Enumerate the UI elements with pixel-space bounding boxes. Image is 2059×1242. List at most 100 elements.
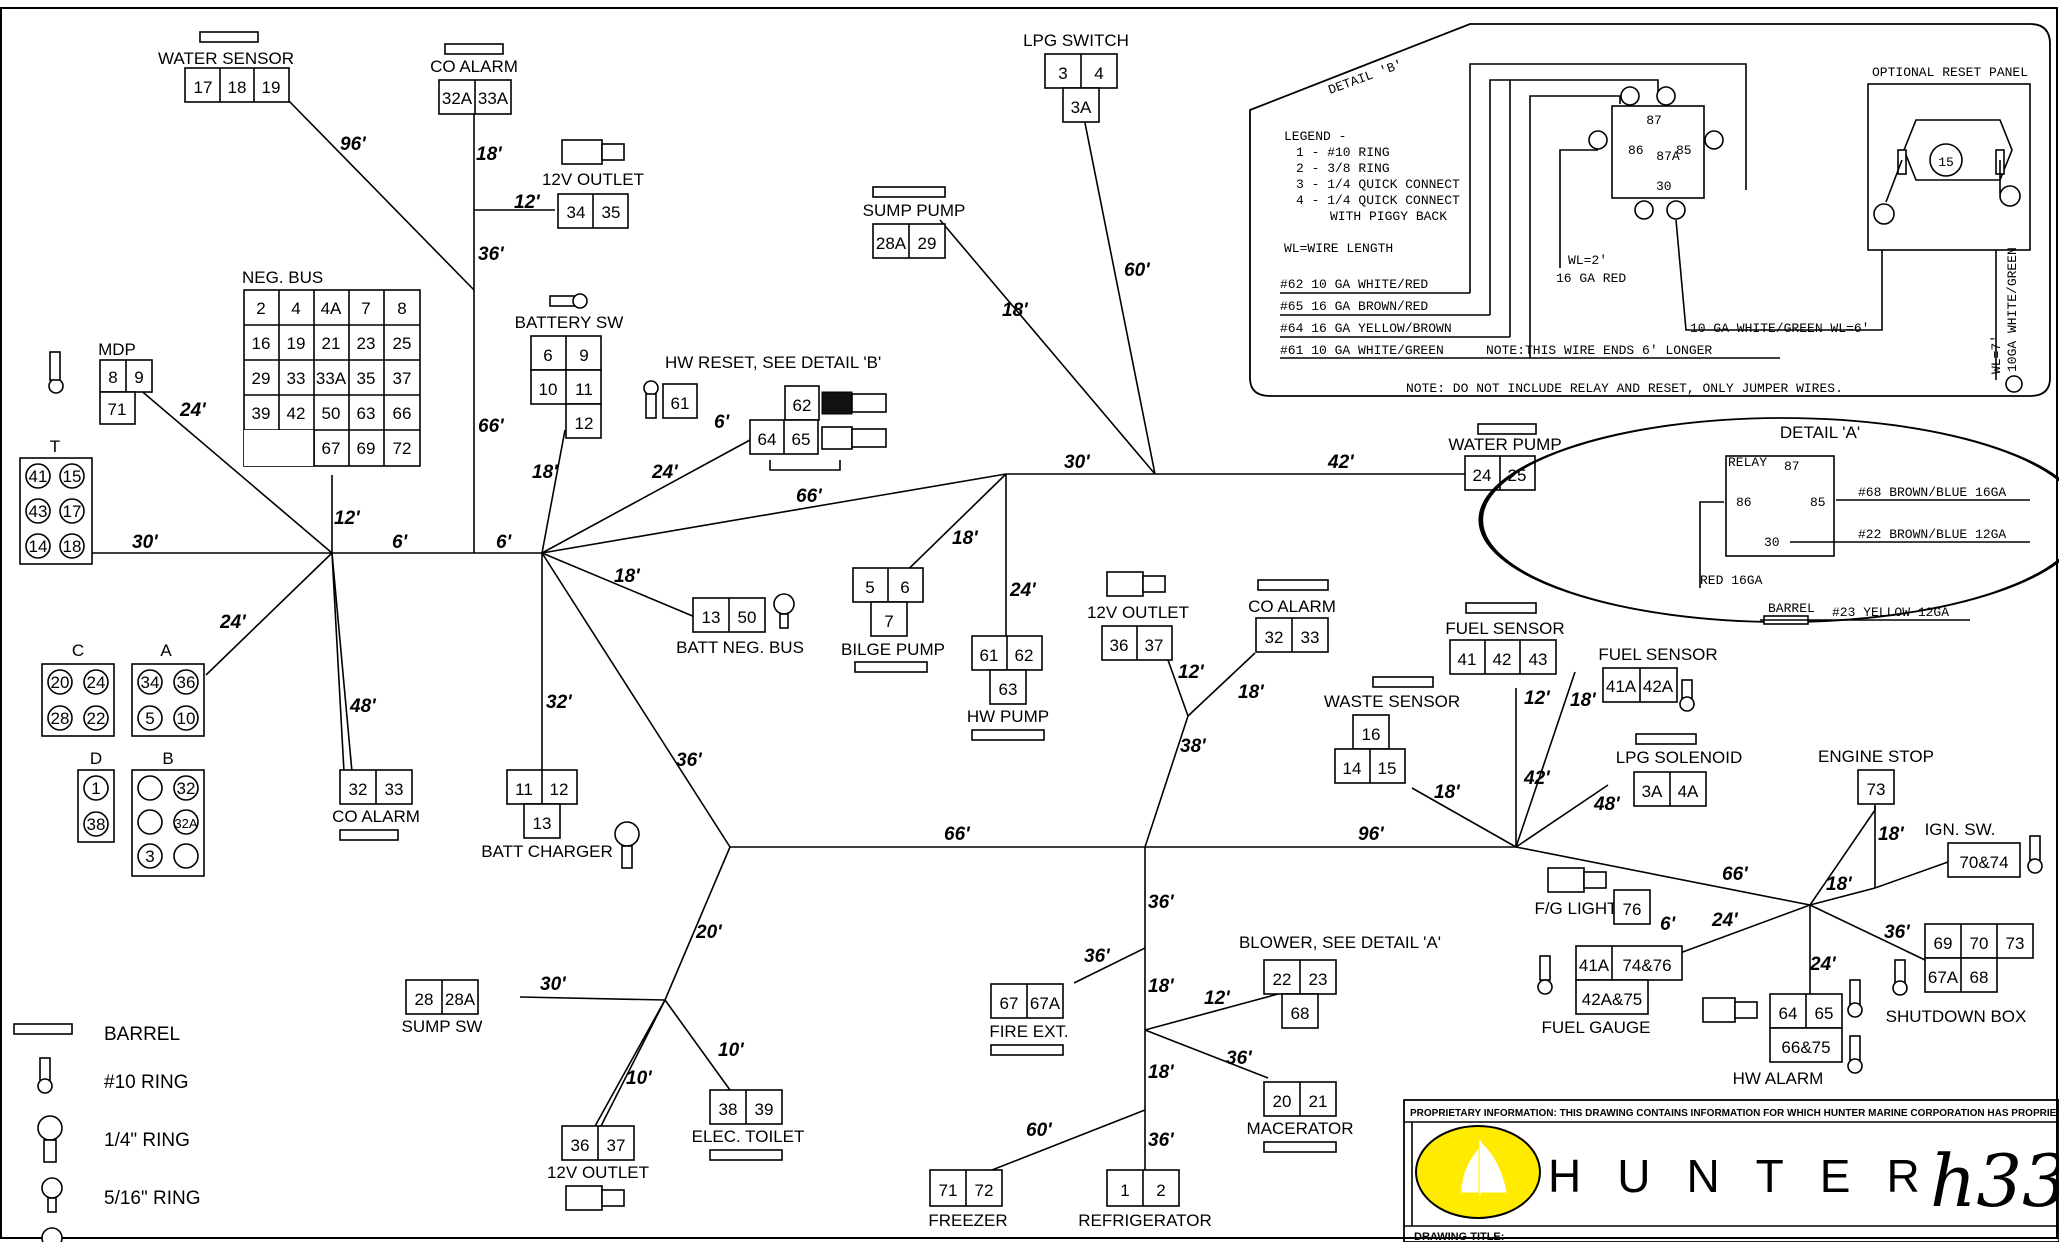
svg-text:68: 68 xyxy=(1291,1004,1310,1023)
svg-text:42A: 42A xyxy=(1643,677,1674,696)
svg-text:28: 28 xyxy=(415,990,434,1009)
svg-text:17: 17 xyxy=(194,78,213,97)
svg-text:WITH PIGGY BACK: WITH PIGGY BACK xyxy=(1330,209,1447,224)
svg-text:WATER PUMP: WATER PUMP xyxy=(1448,435,1561,454)
component-fire-ext: 67 67A FIRE EXT. xyxy=(989,983,1069,1056)
svg-text:FUEL SENSOR: FUEL SENSOR xyxy=(1598,645,1717,664)
svg-text:25: 25 xyxy=(1508,466,1527,485)
svg-text:WATER SENSOR: WATER SENSOR xyxy=(158,49,294,68)
svg-text:62: 62 xyxy=(1015,646,1034,665)
svg-text:BARREL: BARREL xyxy=(104,1024,180,1045)
component-fuel-sensor: FUEL SENSOR 41 42 43 xyxy=(1445,602,1565,675)
svg-text:5: 5 xyxy=(145,709,154,728)
component-fg-light: F/G LIGHT 76 xyxy=(1534,867,1651,925)
component-elec-toilet: 38 39 ELEC. TOILET xyxy=(692,1089,805,1161)
component-engine-stop: ENGINE STOP 73 xyxy=(1818,747,1934,805)
svg-text:4: 4 xyxy=(291,299,300,318)
svg-text:6': 6' xyxy=(1660,914,1677,935)
svg-text:HW PUMP: HW PUMP xyxy=(967,707,1049,726)
svg-text:#22 BROWN/BLUE 12GA: #22 BROWN/BLUE 12GA xyxy=(1858,527,2006,542)
svg-text:18': 18' xyxy=(1148,976,1175,997)
svg-text:50: 50 xyxy=(738,608,757,627)
svg-text:29: 29 xyxy=(252,369,271,388)
svg-text:F/G LIGHT: F/G LIGHT xyxy=(1534,899,1617,918)
svg-text:23: 23 xyxy=(1309,970,1328,989)
svg-text:12V OUTLET: 12V OUTLET xyxy=(547,1163,649,1182)
svg-text:ELEC. TOILET: ELEC. TOILET xyxy=(692,1127,805,1146)
svg-text:72: 72 xyxy=(393,439,412,458)
svg-text:18: 18 xyxy=(228,78,247,97)
svg-text:42: 42 xyxy=(287,404,306,423)
svg-text:13: 13 xyxy=(702,608,721,627)
svg-text:18': 18' xyxy=(1826,874,1853,895)
svg-text:FUEL SENSOR: FUEL SENSOR xyxy=(1445,619,1564,638)
component-neg-bus: NEG. BUS 2 4 4A 7 8 16 19 21 23 25 29 33… xyxy=(242,268,421,467)
svg-text:30': 30' xyxy=(132,532,159,553)
svg-text:37: 37 xyxy=(607,1136,626,1155)
svg-text:36': 36' xyxy=(1226,1048,1253,1069)
svg-text:BARREL: BARREL xyxy=(1768,601,1815,616)
component-fuel-sensor-small: FUEL SENSOR 41A 42A xyxy=(1598,645,1718,712)
svg-text:1 - #10 RING: 1 - #10 RING xyxy=(1296,145,1390,160)
svg-text:#68 BROWN/BLUE 16GA: #68 BROWN/BLUE 16GA xyxy=(1858,485,2006,500)
svg-text:WL=7': WL=7' xyxy=(1989,335,2004,374)
svg-text:33A: 33A xyxy=(478,89,509,108)
svg-text:72: 72 xyxy=(975,1181,994,1200)
svg-text:HW RESET, SEE DETAIL 'B': HW RESET, SEE DETAIL 'B' xyxy=(665,353,881,372)
svg-text:66: 66 xyxy=(393,404,412,423)
svg-text:14: 14 xyxy=(29,537,48,556)
svg-text:48': 48' xyxy=(349,696,377,717)
svg-text:#10 RING: #10 RING xyxy=(104,1072,188,1093)
svg-text:65: 65 xyxy=(1815,1004,1834,1023)
svg-text:36: 36 xyxy=(1110,636,1129,655)
svg-text:61: 61 xyxy=(671,394,690,413)
svg-text:3: 3 xyxy=(1058,64,1067,83)
svg-text:70: 70 xyxy=(1970,934,1989,953)
svg-text:39: 39 xyxy=(755,1100,774,1119)
svg-text:43: 43 xyxy=(1529,650,1548,669)
svg-text:BATT NEG. BUS: BATT NEG. BUS xyxy=(676,638,804,657)
svg-text:17: 17 xyxy=(63,502,82,521)
svg-text:29: 29 xyxy=(918,234,937,253)
svg-text:37: 37 xyxy=(1145,636,1164,655)
component-waste-sensor: WASTE SENSOR 16 14 15 xyxy=(1324,676,1460,784)
svg-text:4 - 1/4 QUICK CONNECT: 4 - 1/4 QUICK CONNECT xyxy=(1296,193,1460,208)
svg-text:18: 18 xyxy=(63,537,82,556)
svg-text:22: 22 xyxy=(1273,970,1292,989)
svg-text:24': 24' xyxy=(1009,580,1037,601)
svg-text:18': 18' xyxy=(1238,682,1265,703)
svg-text:7: 7 xyxy=(361,299,370,318)
svg-text:6': 6' xyxy=(496,532,513,553)
svg-text:36': 36' xyxy=(1884,922,1911,943)
svg-text:36': 36' xyxy=(1148,892,1175,913)
svg-text:11: 11 xyxy=(515,780,533,799)
svg-text:1: 1 xyxy=(91,779,100,798)
svg-text:IGN. SW.: IGN. SW. xyxy=(1925,820,1996,839)
svg-text:41A: 41A xyxy=(1579,956,1610,975)
component-co-alarm-top: CO ALARM 32A 33A xyxy=(430,43,518,115)
svg-text:3 - 1/4 QUICK CONNECT: 3 - 1/4 QUICK CONNECT xyxy=(1296,177,1460,192)
harness-wires xyxy=(68,99,1949,1172)
svg-text:6': 6' xyxy=(392,532,409,553)
svg-text:T: T xyxy=(50,437,60,456)
svg-text:25: 25 xyxy=(393,334,412,353)
svg-text:66': 66' xyxy=(796,486,823,507)
svg-text:33: 33 xyxy=(1301,628,1320,647)
svg-text:63: 63 xyxy=(357,404,376,423)
svg-text:24: 24 xyxy=(87,673,106,692)
svg-text:42A&75: 42A&75 xyxy=(1582,990,1643,1009)
svg-text:DRAWING TITLE:: DRAWING TITLE: xyxy=(1414,1231,1504,1242)
svg-text:2: 2 xyxy=(1156,1181,1165,1200)
svg-text:33: 33 xyxy=(385,780,404,799)
component-lpg-switch: LPG SWITCH 3 4 3A xyxy=(1023,31,1129,123)
svg-text:28: 28 xyxy=(51,709,70,728)
svg-text:71: 71 xyxy=(939,1181,958,1200)
svg-text:15: 15 xyxy=(63,467,82,486)
svg-text:1/4" RING: 1/4" RING xyxy=(104,1130,190,1151)
svg-text:70&74: 70&74 xyxy=(1959,853,2008,872)
svg-text:30': 30' xyxy=(1064,452,1091,473)
svg-text:66&75: 66&75 xyxy=(1781,1038,1830,1057)
svg-text:33A: 33A xyxy=(316,369,347,388)
svg-text:61: 61 xyxy=(980,646,999,665)
